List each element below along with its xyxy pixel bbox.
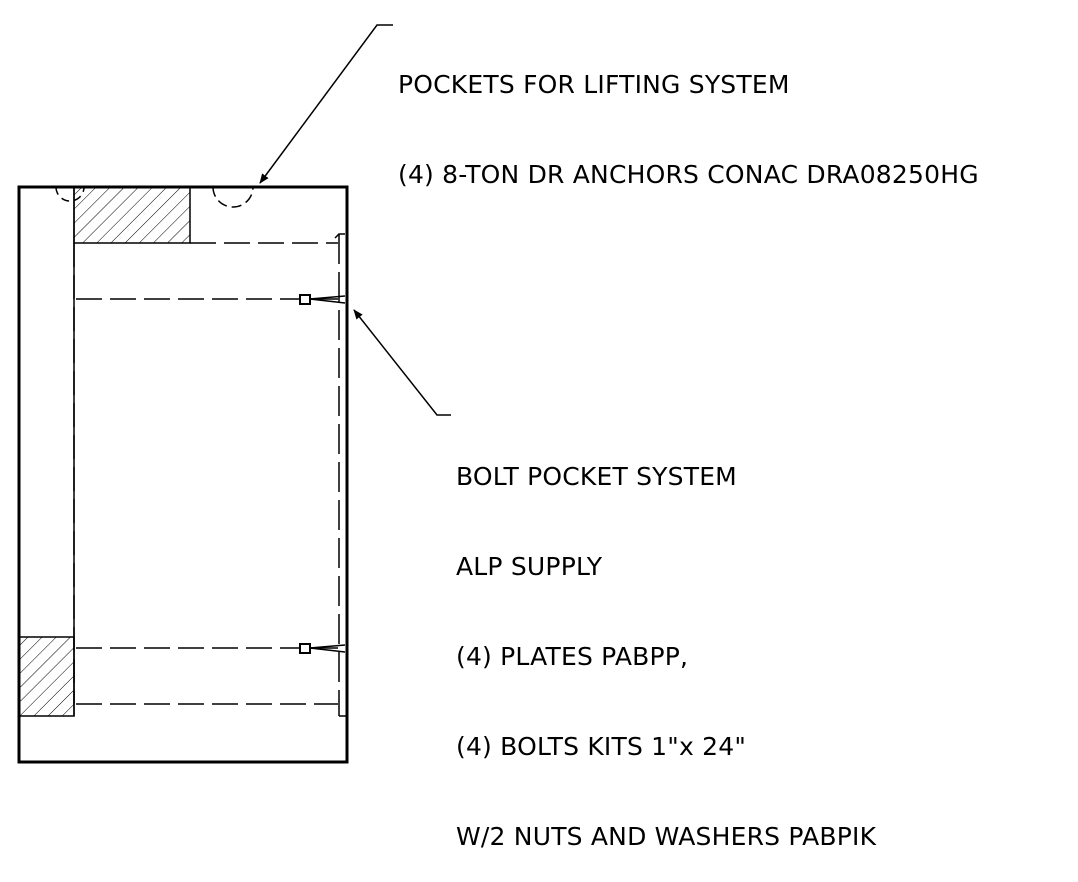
note-lifting-line-2: (4) 8-TON DR ANCHORS CONAC DRA08250HG	[398, 160, 979, 189]
hidden-line-top-right-corner	[334, 233, 345, 239]
note-lifting-line-1: POCKETS FOR LIFTING SYSTEM	[398, 70, 790, 99]
top-hatched-pocket	[73, 186, 191, 244]
lifting-pocket-right	[212, 186, 254, 208]
note-bolt-line-5: W/2 NUTS AND WASHERS PABPIK	[456, 822, 877, 851]
note-bolt-line-1: BOLT POCKET SYSTEM	[456, 462, 737, 491]
note-bolt-line-3: (4) PLATES PABPP,	[456, 642, 689, 671]
bottom-hatched-pocket	[18, 636, 75, 717]
drawing-canvas	[17, 24, 451, 764]
note-bolt-line-2: ALP SUPPLY	[456, 552, 603, 581]
leader-lifting	[259, 24, 393, 184]
upper-bolt-pocket	[299, 294, 346, 305]
leader-bolt	[353, 309, 451, 416]
note-lifting-system: POCKETS FOR LIFTING SYSTEM (4) 8-TON DR …	[398, 10, 979, 220]
lower-bolt-pocket	[299, 643, 346, 654]
lifting-pocket-left	[55, 186, 85, 202]
note-bolt-pocket-system: BOLT POCKET SYSTEM ALP SUPPLY (4) PLATES…	[456, 402, 876, 882]
note-bolt-line-4: (4) BOLTS KITS 1"x 24"	[456, 732, 747, 761]
